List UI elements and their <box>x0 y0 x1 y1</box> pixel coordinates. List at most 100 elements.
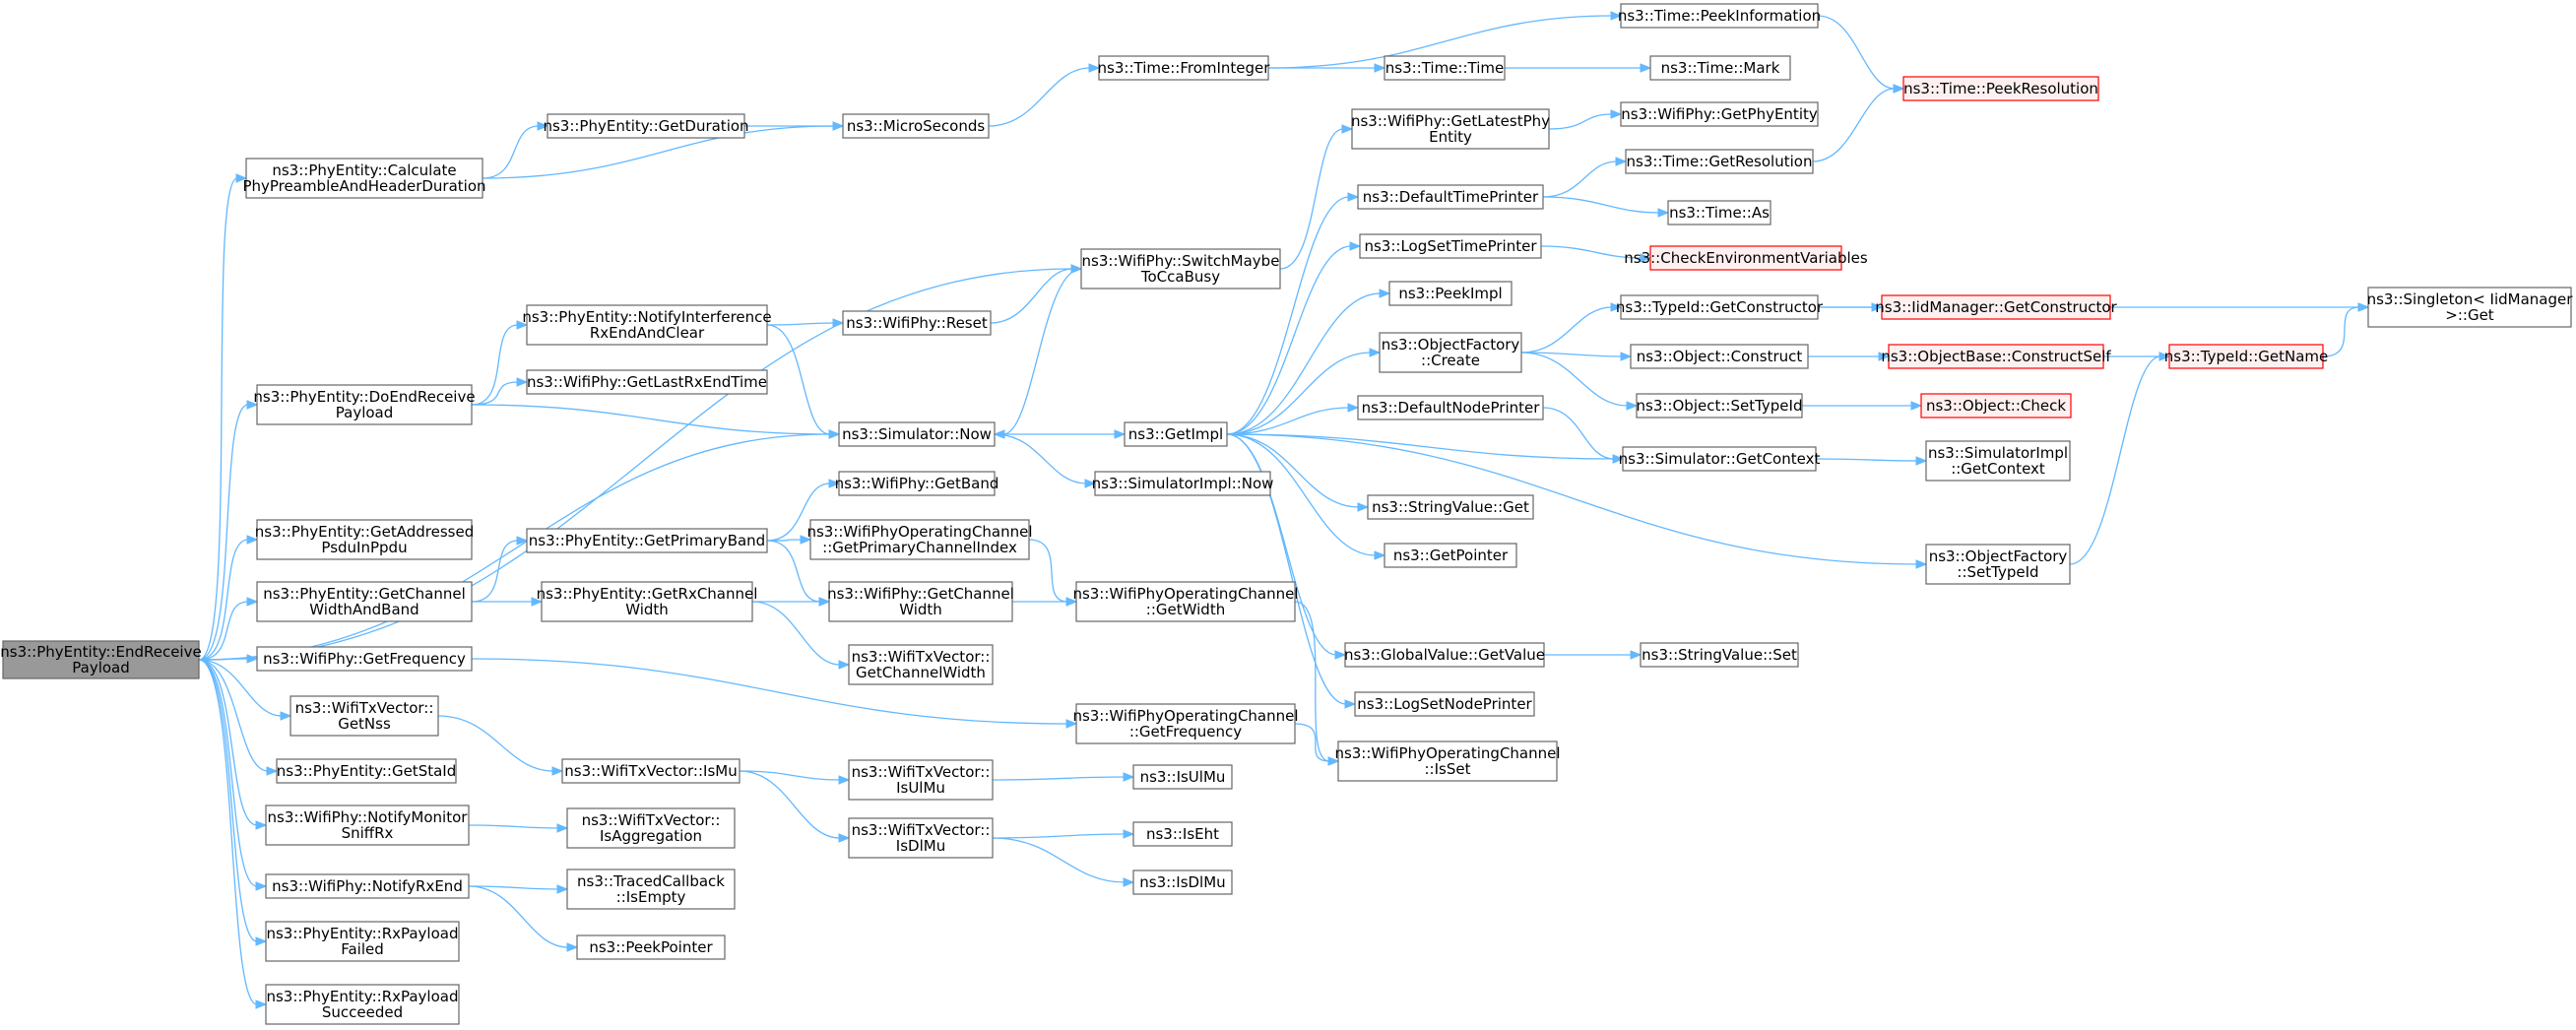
edge-line <box>1520 352 1623 357</box>
function-node-getLastRx[interactable]: ns3::WifiPhy::GetLastRxEndTime <box>526 369 768 395</box>
function-node-logSetTime[interactable]: ns3::LogSetTimePrinter <box>1359 233 1542 259</box>
edge-line <box>2069 355 2161 565</box>
function-node-getRes[interactable]: ns3::Time::GetResolution <box>1625 149 1814 174</box>
function-node-opGetFreq[interactable]: ns3::WifiPhyOperatingChannel::GetFrequen… <box>1072 703 1299 744</box>
call-edge <box>1012 597 1078 607</box>
function-node-objConstruct[interactable]: ns3::Object::Construct <box>1630 344 1809 369</box>
function-node-strSet[interactable]: ns3::StringValue::Set <box>1640 642 1799 668</box>
function-node-singletonGet[interactable]: ns3::Singleton< IidManager >::Get <box>2367 287 2574 328</box>
function-node-peekImpl[interactable]: ns3::PeekImpl <box>1388 281 1513 306</box>
call-edge <box>468 885 579 952</box>
call-edge <box>1520 352 1633 361</box>
edge-arrowhead <box>838 660 851 670</box>
function-node-peekRes[interactable]: ns3::Time::PeekResolution <box>1902 76 2099 101</box>
edge-line <box>739 770 841 781</box>
node-label: ns3::IsEht <box>1146 825 1219 843</box>
node-label: ns3::WifiPhyOperatingChannel <box>1334 744 1560 762</box>
function-node-typeGetCons[interactable]: ns3::TypeId::GetConstructor <box>1616 294 1824 320</box>
function-node-defNode[interactable]: ns3::DefaultNodePrinter <box>1357 395 1544 420</box>
edge-line <box>1226 245 1352 435</box>
edge-line <box>1226 433 1377 556</box>
function-node-typeGetName[interactable]: ns3::TypeId::GetName <box>2164 344 2328 369</box>
edge-arrowhead <box>832 121 845 131</box>
function-node-opIsSet[interactable]: ns3::WifiPhyOperatingChannel::IsSet <box>1334 740 1561 782</box>
edge-arrowhead <box>1088 63 1101 73</box>
function-node-getBand[interactable]: ns3::WifiPhy::GetBand <box>835 471 999 496</box>
function-node-isUlMu[interactable]: ns3::IsUlMu <box>1132 764 1233 790</box>
function-node-getPrimBand[interactable]: ns3::PhyEntity::GetPrimaryBand <box>526 528 768 553</box>
function-node-getPointer[interactable]: ns3::GetPointer <box>1384 543 1517 568</box>
function-node-simImplNow[interactable]: ns3::SimulatorImpl::Now <box>1092 471 1274 496</box>
call-edge <box>993 268 1082 439</box>
node-label: ns3::SimulatorImpl::Now <box>1092 475 1274 492</box>
node-label: ns3::WifiPhy::GetPhyEntity <box>1621 105 1818 123</box>
function-node-wifiGetChanW[interactable]: ns3::WifiPhy::GetChannelWidth <box>827 581 1014 622</box>
function-node-micro[interactable]: ns3::MicroSeconds <box>842 113 990 139</box>
function-node-txGetNss[interactable]: ns3::WifiTxVector::GetNss <box>290 695 439 737</box>
function-node-opGetWidth[interactable]: ns3::WifiPhyOperatingChannel::GetWidth <box>1072 581 1299 622</box>
function-node-simGetCtx[interactable]: ns3::Simulator::GetContext <box>1619 446 1821 472</box>
function-node-objFactCreate[interactable]: ns3::ObjectFactory::Create <box>1379 332 1522 373</box>
function-node-calcPre[interactable]: ns3::PhyEntity::CalculatePhyPreambleAndH… <box>242 158 486 199</box>
node-label: ns3::GetPointer <box>1393 547 1509 564</box>
call-edge <box>1226 433 1928 569</box>
node-label: ns3::WifiPhy::GetFrequency <box>263 650 466 668</box>
function-node-txGetChanW[interactable]: ns3::WifiTxVector::GetChannelWidth <box>848 644 994 685</box>
function-node-getPhyEnt[interactable]: ns3::WifiPhy::GetPhyEntity <box>1620 101 1819 127</box>
function-node-logSetNode[interactable]: ns3::LogSetNodePrinter <box>1354 691 1535 717</box>
function-node-strGet[interactable]: ns3::StringValue::Get <box>1367 494 1534 520</box>
function-node-objSetType[interactable]: ns3::Object::SetTypeId <box>1636 393 1803 418</box>
function-node-getImpl[interactable]: ns3::GetImpl <box>1124 421 1228 447</box>
function-node-timeTime[interactable]: ns3::Time::Time <box>1384 55 1506 81</box>
function-node-checkEnv[interactable]: ns3::CheckEnvironmentVariables <box>1624 245 1868 271</box>
node-box <box>561 758 741 784</box>
function-node-getPrimIdx[interactable]: ns3::WifiPhyOperatingChannel::GetPrimary… <box>806 519 1033 560</box>
node-box <box>1357 184 1544 210</box>
function-node-txIsMu[interactable]: ns3::WifiTxVector::IsMu <box>561 758 741 784</box>
function-node-wifiReset[interactable]: ns3::WifiPhy::Reset <box>842 310 992 336</box>
function-node-simImplCtx[interactable]: ns3::SimulatorImpl::GetContext <box>1925 440 2071 482</box>
function-node-txIsAgg[interactable]: ns3::WifiTxVector::IsAggregation <box>566 807 736 849</box>
edge-arrowhead <box>1915 456 1928 466</box>
function-node-fromInt[interactable]: ns3::Time::FromInteger <box>1098 55 1271 81</box>
function-node-objBaseCons[interactable]: ns3::ObjectBase::ConstructSelf <box>1881 344 2111 369</box>
function-node-txIsDlMu[interactable]: ns3::WifiTxVector::IsDlMu <box>848 817 994 859</box>
function-node-iidGetCons[interactable]: ns3::IidManager::GetConstructor <box>1875 294 2118 320</box>
function-node-isEht[interactable]: ns3::IsEht <box>1132 821 1233 847</box>
function-node-getDur[interactable]: ns3::PhyEntity::GetDuration <box>543 113 749 139</box>
call-edge <box>482 121 549 179</box>
node-label: SniffRx <box>342 824 394 842</box>
function-node-getStaId[interactable]: ns3::PhyEntity::GetStaId <box>276 758 457 784</box>
function-node-objFactSet[interactable]: ns3::ObjectFactory::SetTypeId <box>1925 544 2071 585</box>
function-node-timeMark[interactable]: ns3::Time::Mark <box>1649 55 1791 81</box>
function-node-peekInfo[interactable]: ns3::Time::PeekInformation <box>1618 3 1821 29</box>
function-node-timeAs[interactable]: ns3::Time::As <box>1667 200 1771 225</box>
call-edge <box>437 715 564 776</box>
node-label: ns3::StringValue::Set <box>1642 646 1797 664</box>
function-node-simNow[interactable]: ns3::Simulator::Now <box>838 421 996 447</box>
function-node-peekPointer[interactable]: ns3::PeekPointer <box>576 934 726 960</box>
function-node-globalGet[interactable]: ns3::GlobalValue::GetValue <box>1344 642 1545 668</box>
call-edges <box>198 11 2370 1009</box>
call-edge <box>1815 456 1928 466</box>
function-node-notifyInterf[interactable]: ns3::PhyEntity::NotifyInterferenceRxEndA… <box>522 304 772 346</box>
function-node-tracedEmpty[interactable]: ns3::TracedCallback::IsEmpty <box>566 869 736 910</box>
function-node-defTime[interactable]: ns3::DefaultTimePrinter <box>1357 184 1544 210</box>
function-node-txIsUlMu[interactable]: ns3::WifiTxVector::IsUlMu <box>848 759 994 801</box>
function-node-notifyRxEnd[interactable]: ns3::WifiPhy::NotifyRxEnd <box>265 873 470 899</box>
node-box <box>1367 494 1534 520</box>
function-node-getFreq[interactable]: ns3::WifiPhy::GetFrequency <box>256 646 473 672</box>
node-label: ns3::PeekImpl <box>1398 285 1502 302</box>
function-node-isDlMu[interactable]: ns3::IsDlMu <box>1132 869 1233 895</box>
edge-arrowhead <box>1084 479 1097 488</box>
function-node-objCheck[interactable]: ns3::Object::Check <box>1920 393 2072 418</box>
